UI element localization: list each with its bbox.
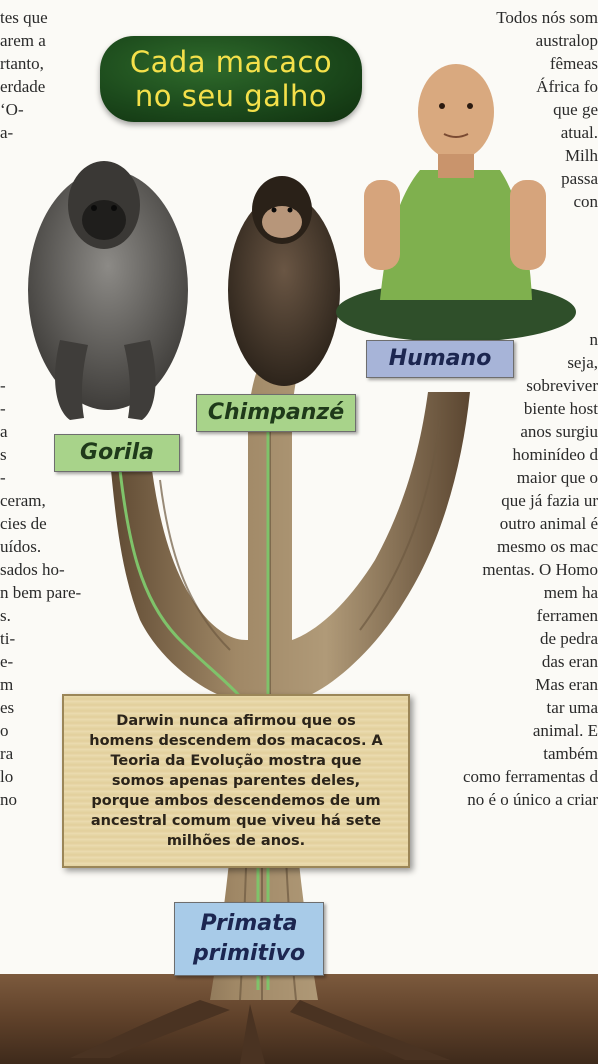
primitive-primate-label: Primata primitivo xyxy=(174,902,324,976)
title-line-1: Cada macaco xyxy=(130,45,332,79)
human-label: Humano xyxy=(366,340,514,378)
gorilla-illustration xyxy=(28,161,188,420)
gorila-label: Gorila xyxy=(54,434,180,472)
primata-line-1: Primata xyxy=(175,909,323,939)
page-title-badge: Cada macaco no seu galho xyxy=(100,36,362,122)
title-line-2: no seu galho xyxy=(135,79,327,113)
info-sign: Darwin nunca afirmou que os homens desce… xyxy=(62,694,410,868)
info-sign-text: Darwin nunca afirmou que os homens desce… xyxy=(64,705,408,857)
primata-line-2: primitivo xyxy=(175,939,323,969)
human-illustration xyxy=(336,64,576,342)
chimpanzee-label: Chimpanzé xyxy=(196,394,356,432)
chimpanzee-illustration xyxy=(228,176,340,386)
